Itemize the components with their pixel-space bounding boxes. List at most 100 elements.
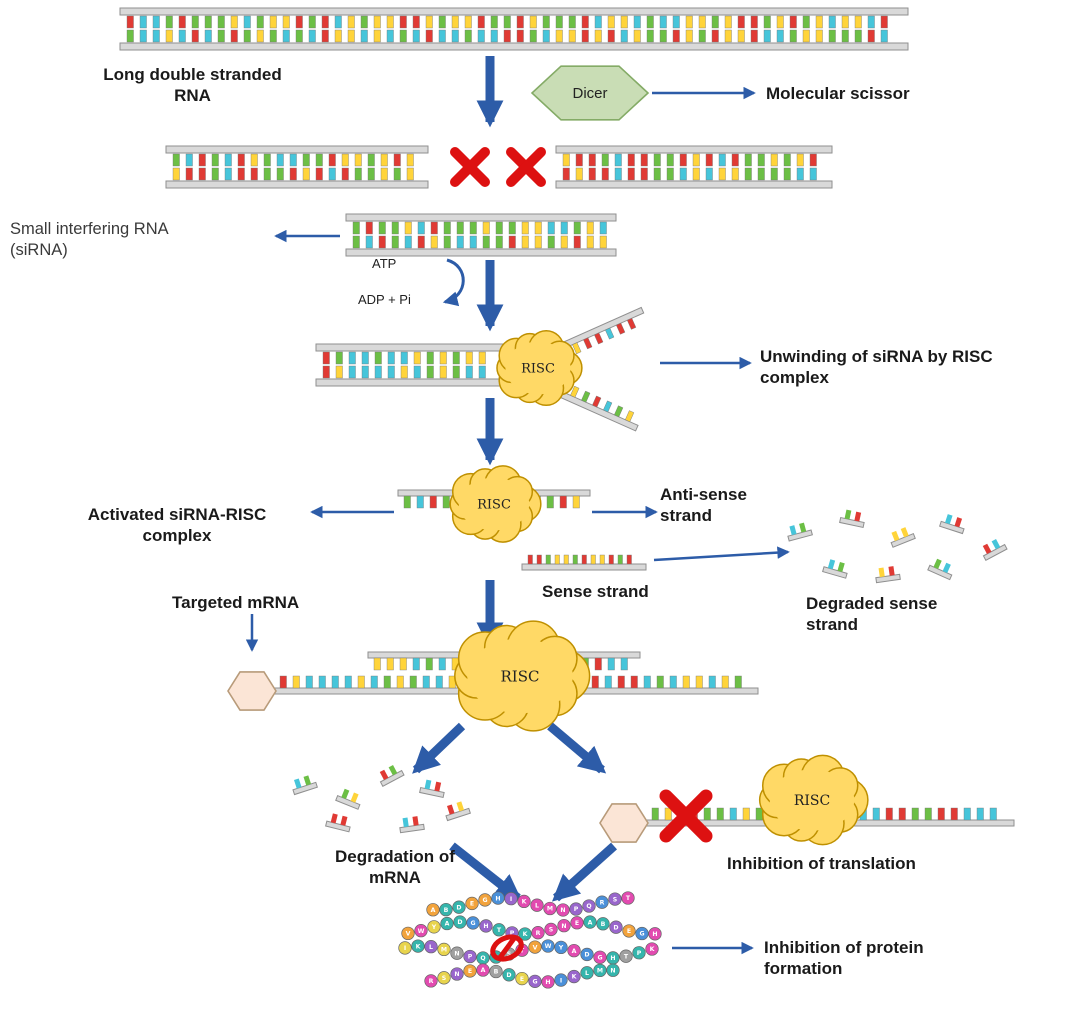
svg-text:L: L bbox=[585, 970, 589, 977]
svg-text:V: V bbox=[533, 944, 538, 951]
svg-text:R: R bbox=[429, 978, 434, 985]
risc-label: RISC bbox=[477, 498, 511, 513]
svg-text:N: N bbox=[454, 971, 459, 978]
svg-text:K: K bbox=[523, 931, 528, 938]
risc-complex: RISC bbox=[758, 754, 869, 846]
svg-text:L: L bbox=[429, 944, 433, 951]
svg-text:S: S bbox=[442, 975, 446, 982]
svg-text:Q: Q bbox=[586, 903, 591, 910]
svg-text:G: G bbox=[532, 979, 537, 986]
svg-text:E: E bbox=[575, 920, 579, 927]
svg-text:Q: Q bbox=[480, 955, 485, 962]
svg-text:M: M bbox=[547, 906, 553, 913]
risc-complex: RISC bbox=[449, 465, 542, 543]
risc-complex: RISC bbox=[454, 620, 591, 732]
atp-hydrolysis-arrow bbox=[442, 258, 465, 307]
svg-text:I: I bbox=[560, 977, 562, 984]
cleavage-x-icon bbox=[506, 147, 546, 187]
svg-text:T: T bbox=[624, 953, 629, 960]
svg-text:N: N bbox=[561, 923, 566, 930]
svg-text:H: H bbox=[495, 895, 500, 902]
svg-text:I: I bbox=[404, 945, 406, 952]
cleaved-dsrna-right bbox=[555, 145, 833, 189]
svg-text:L: L bbox=[535, 902, 539, 909]
degraded-sense-fragments bbox=[787, 509, 1008, 584]
svg-text:B: B bbox=[601, 921, 606, 928]
svg-text:A: A bbox=[588, 919, 593, 926]
sense-strand bbox=[521, 554, 647, 571]
risc-complex: RISC bbox=[496, 329, 583, 407]
svg-text:P: P bbox=[574, 906, 579, 913]
svg-text:D: D bbox=[506, 972, 511, 979]
svg-text:B: B bbox=[494, 969, 499, 976]
svg-text:K: K bbox=[572, 974, 577, 981]
dicer-label: Dicer bbox=[572, 85, 607, 102]
arrow-converge-left bbox=[449, 842, 523, 902]
svg-text:H: H bbox=[483, 923, 488, 930]
arrow-branch-degradation bbox=[412, 722, 466, 774]
svg-text:E: E bbox=[468, 968, 472, 975]
svg-text:Y: Y bbox=[431, 924, 437, 931]
prohibition-icon bbox=[490, 934, 524, 962]
svg-text:T: T bbox=[626, 895, 631, 902]
svg-text:K: K bbox=[416, 943, 421, 950]
risc-label: RISC bbox=[501, 667, 540, 685]
svg-text:A: A bbox=[481, 967, 486, 974]
svg-text:A: A bbox=[431, 907, 436, 914]
svg-text:H: H bbox=[610, 955, 615, 962]
svg-text:M: M bbox=[597, 968, 603, 975]
svg-text:E: E bbox=[520, 976, 524, 983]
risc-label: RISC bbox=[521, 362, 555, 377]
svg-text:E: E bbox=[470, 901, 474, 908]
svg-text:D: D bbox=[456, 904, 461, 911]
svg-text:H: H bbox=[545, 979, 550, 986]
sirna-duplex bbox=[345, 213, 617, 257]
svg-text:P: P bbox=[468, 954, 473, 961]
dicer-enzyme bbox=[530, 65, 650, 121]
cleaved-dsrna-left bbox=[165, 145, 429, 189]
translation-block-x-icon bbox=[659, 789, 713, 843]
svg-text:B: B bbox=[444, 907, 449, 914]
svg-text:T: T bbox=[497, 927, 502, 934]
arrow-converge-right bbox=[551, 842, 618, 902]
arrow-to-degraded-sense bbox=[653, 546, 790, 562]
svg-text:W: W bbox=[418, 928, 425, 935]
svg-text:G: G bbox=[597, 954, 602, 961]
svg-text:G: G bbox=[639, 931, 644, 938]
risc-label: RISC bbox=[794, 793, 830, 809]
svg-text:H: H bbox=[652, 931, 657, 938]
svg-text:V: V bbox=[406, 931, 411, 938]
svg-text:D: D bbox=[613, 924, 618, 931]
svg-text:P: P bbox=[637, 950, 642, 957]
svg-text:A: A bbox=[445, 921, 450, 928]
svg-text:P: P bbox=[510, 930, 515, 937]
svg-text:K: K bbox=[650, 946, 655, 953]
svg-text:I: I bbox=[510, 896, 512, 903]
mrna-cap bbox=[227, 671, 277, 711]
svg-text:R: R bbox=[536, 930, 541, 937]
svg-text:S: S bbox=[507, 951, 511, 958]
svg-text:R: R bbox=[600, 899, 605, 906]
svg-text:E: E bbox=[627, 928, 631, 935]
svg-text:A: A bbox=[572, 948, 577, 955]
long-dsrna bbox=[119, 7, 909, 51]
svg-text:N: N bbox=[610, 967, 615, 974]
degraded-mrna-fragments bbox=[292, 765, 471, 834]
unwinding-duplex bbox=[315, 343, 505, 387]
svg-text:N: N bbox=[560, 907, 565, 914]
svg-text:Y: Y bbox=[558, 945, 564, 952]
svg-text:T: T bbox=[520, 947, 525, 954]
svg-text:W: W bbox=[545, 943, 552, 950]
svg-text:G: G bbox=[482, 897, 487, 904]
svg-text:D: D bbox=[457, 919, 462, 926]
svg-text:S: S bbox=[613, 896, 617, 903]
svg-text:K: K bbox=[522, 899, 527, 906]
mrna-cap bbox=[599, 803, 649, 843]
cleavage-x-icon bbox=[450, 147, 490, 187]
svg-text:M: M bbox=[441, 947, 447, 954]
svg-text:G: G bbox=[470, 920, 475, 927]
svg-text:D: D bbox=[584, 952, 589, 959]
